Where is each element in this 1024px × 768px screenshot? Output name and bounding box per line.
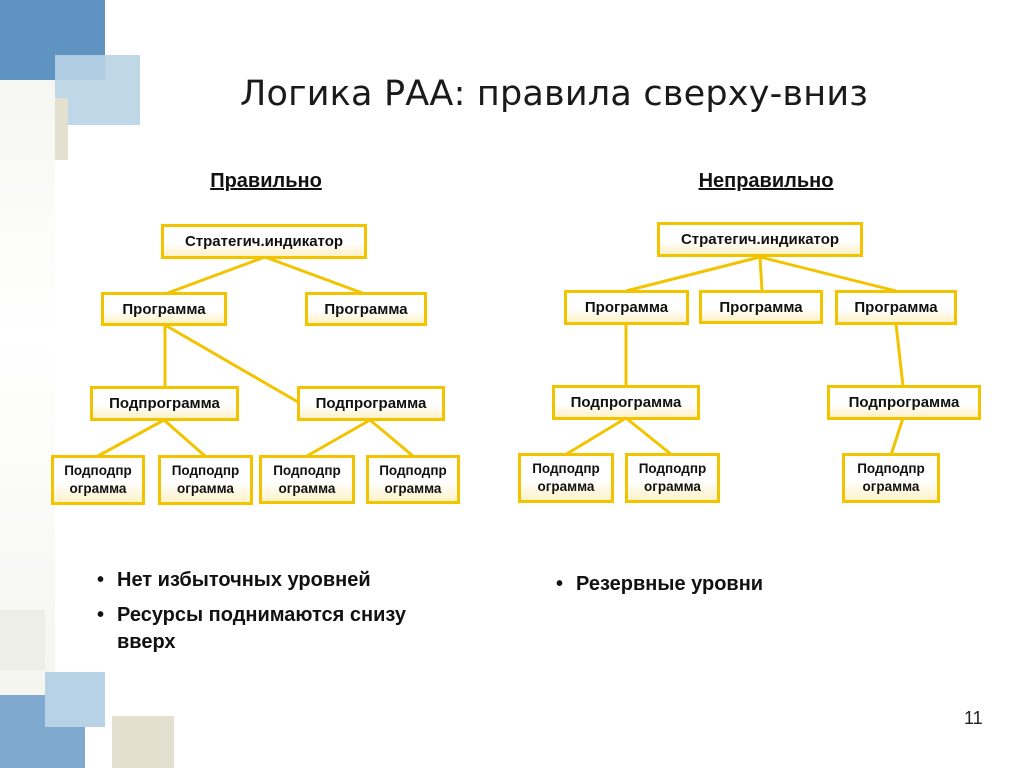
right-subprogram-node-2: Подпрограмма: [827, 385, 981, 420]
list-item: Нет избыточных уровней: [95, 567, 445, 594]
connector-line: [758, 256, 764, 292]
connector-line: [889, 417, 905, 456]
heading-correct: Правильно: [210, 170, 322, 192]
right-strategic-indicator-node: Стратегич.индикатор: [657, 222, 863, 257]
heading-incorrect: Неправильно: [698, 170, 834, 192]
decor-square-lightblue-top: [55, 55, 140, 125]
right-program-node-3: Программа: [835, 290, 957, 325]
connector-line: [164, 323, 299, 404]
right-program-node-2: Программа: [699, 290, 823, 324]
connector-line: [759, 255, 897, 293]
connector-line: [163, 418, 206, 458]
connector-line: [564, 416, 627, 457]
connector-line: [625, 255, 761, 293]
right-bullet-list: Резервные уровни: [554, 571, 934, 606]
decor-square-beige-bottom: [112, 716, 174, 768]
slide-title: Логика РАА: правила сверху-вниз: [240, 74, 869, 114]
connector-line: [164, 255, 266, 296]
page-number: 11: [964, 708, 983, 728]
connector-line: [625, 416, 673, 457]
connector-line: [264, 255, 366, 296]
left-program-node-2: Программа: [305, 292, 427, 326]
right-program-node-1: Программа: [564, 290, 689, 325]
left-strategic-indicator-node: Стратегич.индикатор: [161, 224, 367, 259]
connector-line: [369, 418, 414, 458]
list-item: Ресурсы поднимаются снизу вверх: [95, 602, 445, 656]
left-bullet-list: Нет избыточных уровней Ресурсы поднимают…: [95, 567, 445, 664]
left-subprogram-node-2: Подпрограмма: [297, 386, 445, 421]
connector-line: [97, 418, 165, 458]
connector-line: [306, 418, 371, 458]
decor-square-pale-bottom: [0, 610, 45, 670]
decor-square-lightblue-bottom: [45, 672, 105, 727]
left-program-node-1: Программа: [101, 292, 227, 326]
left-subprogram-node-1: Подпрограмма: [90, 386, 239, 421]
right-subprogram-node-1: Подпрограмма: [552, 385, 700, 420]
connector-line: [894, 323, 905, 387]
list-item: Резервные уровни: [554, 571, 934, 598]
